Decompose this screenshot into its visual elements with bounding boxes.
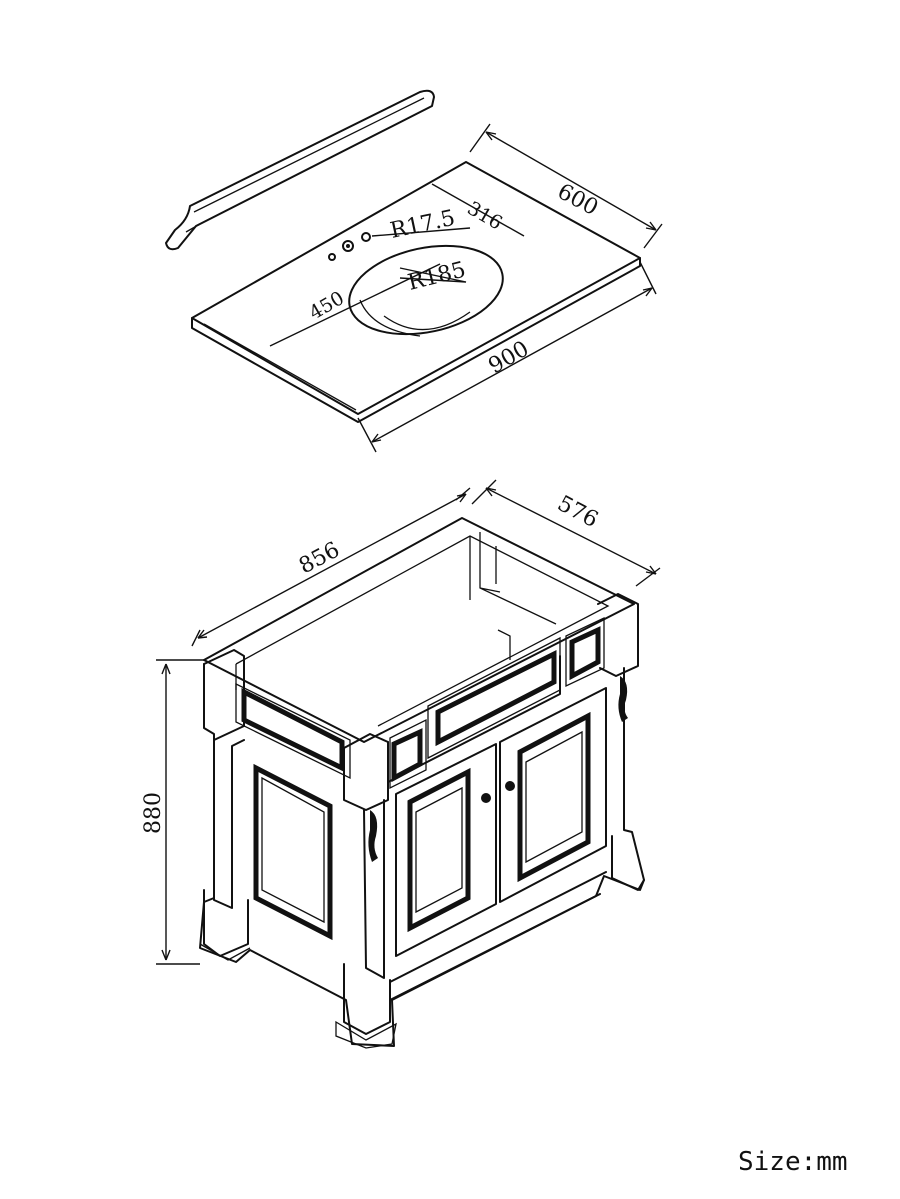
unit-label: Size:mm xyxy=(738,1147,848,1177)
sink-radius-label: R185 xyxy=(405,257,468,295)
cabinet-labels: 856 576 880 xyxy=(141,491,602,834)
right-door-knob xyxy=(505,781,515,791)
countertop-labels: 600 900 316 450 R17.5 R185 xyxy=(306,179,603,379)
cabinet-doors xyxy=(395,687,607,957)
faucet-hole-radius-label: R17.5 xyxy=(388,206,457,244)
cabinet-height-label: 880 xyxy=(141,792,166,834)
sink-bowl xyxy=(348,244,504,337)
cabinet-depth-label: 576 xyxy=(553,491,602,533)
cabinet xyxy=(199,517,645,1049)
faucet-offset-label: 316 xyxy=(464,197,506,234)
faucet-holes xyxy=(328,232,371,261)
countertop xyxy=(191,161,641,423)
backsplash xyxy=(165,89,435,251)
countertop-width-label: 900 xyxy=(485,337,534,380)
cabinet-dimensions xyxy=(156,479,661,965)
left-door-knob xyxy=(481,793,491,803)
countertop-dimensions xyxy=(269,123,663,453)
